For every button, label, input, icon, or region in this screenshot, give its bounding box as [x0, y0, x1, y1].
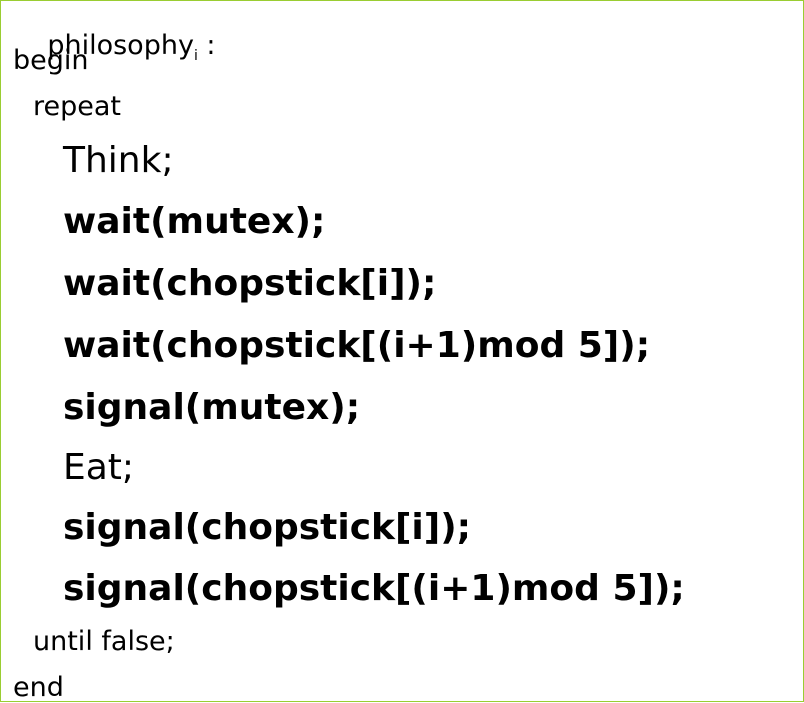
until-keyword: until false;: [33, 626, 175, 657]
wait-chopstick-next-statement: wait(chopstick[(i+1)mod 5]);: [63, 325, 651, 366]
repeat-keyword: repeat: [33, 91, 122, 122]
think-statement: Think;: [63, 140, 174, 181]
procedure-name: philosophy: [47, 30, 194, 61]
procedure-subscript: i: [193, 48, 198, 64]
eat-statement: Eat;: [63, 447, 135, 488]
begin-keyword: begin: [13, 45, 89, 76]
signal-mutex-statement: signal(mutex);: [63, 387, 361, 428]
header-line: philosophyi :: [13, 5, 216, 90]
wait-chopstick-i-statement: wait(chopstick[i]);: [63, 263, 437, 304]
end-keyword: end: [13, 672, 64, 703]
procedure-colon: :: [197, 30, 216, 61]
signal-chopstick-next-statement: signal(chopstick[(i+1)mod 5]);: [63, 568, 685, 609]
wait-mutex-statement: wait(mutex);: [63, 201, 326, 242]
signal-chopstick-i-statement: signal(chopstick[i]);: [63, 507, 472, 548]
